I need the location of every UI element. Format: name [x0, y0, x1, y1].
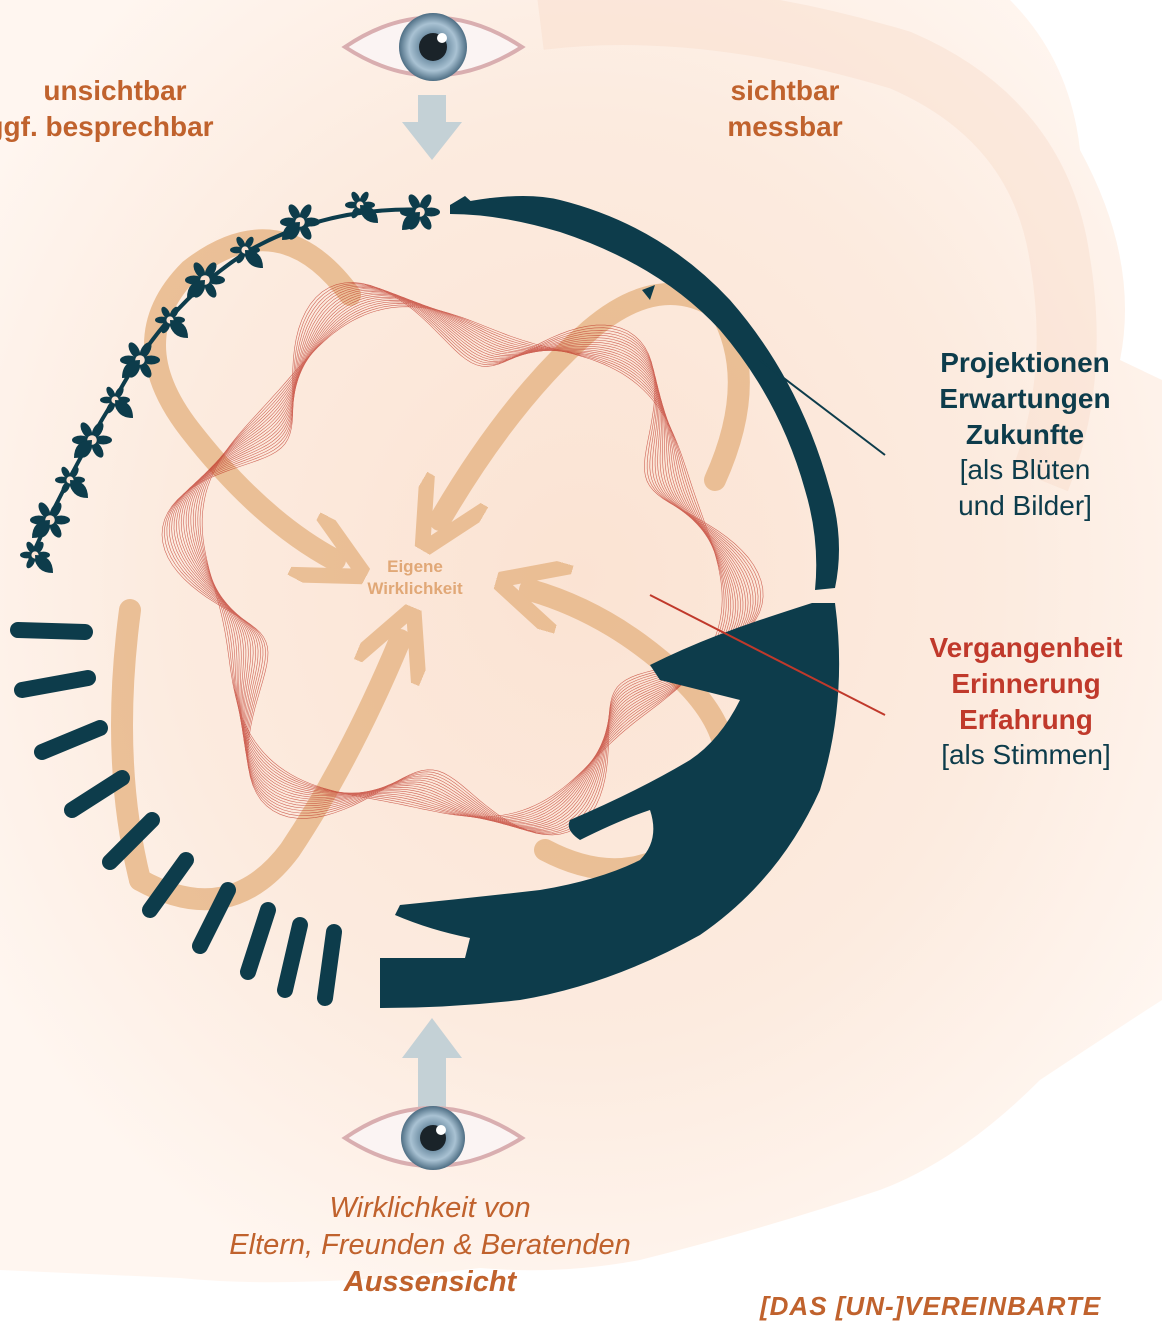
projections-line2: Erwartungen	[895, 381, 1155, 417]
projections-line4: [als Blüten	[895, 452, 1155, 488]
past-line4: [als Stimmen]	[892, 737, 1160, 773]
label-invisible-line1: unsichtbar	[0, 73, 230, 109]
flower-icon	[280, 202, 320, 241]
dashed-arc-strokes	[18, 630, 334, 998]
label-outside-view: Wirklichkeit von Eltern, Freunden & Bera…	[140, 1190, 720, 1301]
past-line3: Erfahrung	[892, 702, 1160, 738]
footer-text: [DAS [UN-]VEREINBARTE	[760, 1291, 1101, 1321]
own-reality-line2: Wirklichkeit	[340, 578, 490, 600]
arrow-down-icon	[402, 95, 462, 160]
projections-line1: Projektionen	[895, 345, 1155, 381]
projections-line3: Zukunfte	[895, 417, 1155, 453]
label-projections: Projektionen Erwartungen Zukunfte [als B…	[895, 345, 1155, 524]
label-invisible: unsichtbar ggf. besprechbar	[0, 73, 230, 145]
projections-line5: und Bilder]	[895, 488, 1155, 524]
past-line1: Vergangenheit	[892, 630, 1160, 666]
outside-line1: Wirklichkeit von	[140, 1190, 720, 1227]
label-invisible-line2: ggf. besprechbar	[0, 109, 230, 145]
arrow-up-icon	[402, 1018, 462, 1108]
flower-icon	[72, 420, 112, 459]
flower-icon	[400, 192, 440, 231]
own-reality-line1: Eigene	[340, 556, 490, 578]
flower-icon	[345, 190, 378, 223]
footer-title: [DAS [UN-]VEREINBARTE	[760, 1290, 1162, 1323]
eye-icon-top	[345, 13, 522, 81]
flower-icon	[30, 500, 70, 539]
label-past: Vergangenheit Erinnerung Erfahrung [als …	[892, 630, 1160, 773]
eye-icon-bottom	[345, 1106, 522, 1170]
label-visible-line1: sichtbar	[700, 73, 870, 109]
label-own-reality: Eigene Wirklichkeit	[340, 556, 490, 600]
label-visible-line2: messbar	[700, 109, 870, 145]
label-visible: sichtbar messbar	[700, 73, 870, 145]
past-line2: Erinnerung	[892, 666, 1160, 702]
outside-line3: Aussensicht	[140, 1264, 720, 1301]
outside-line2: Eltern, Freunden & Beratenden	[140, 1227, 720, 1264]
